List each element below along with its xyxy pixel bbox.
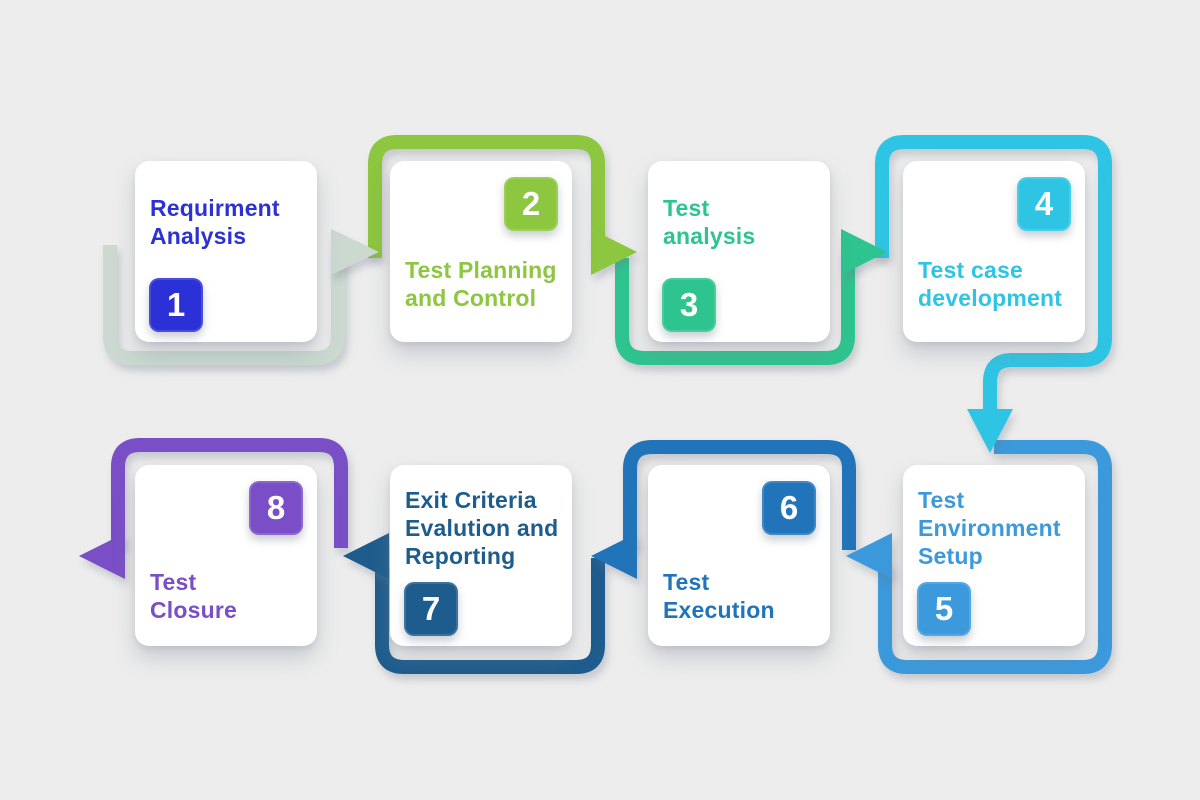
step-number-badge: 8 — [249, 481, 303, 535]
loop-step-1 — [103, 245, 345, 365]
step-number-badge: 2 — [504, 177, 558, 231]
arrow-7-to-8 — [343, 533, 389, 579]
arrow-3-to-4 — [841, 229, 887, 275]
step-card-6: Test Execution 6 — [648, 465, 830, 646]
loop-step-7 — [375, 558, 605, 674]
step-title: Exit Criteria Evalution and Reporting — [405, 487, 559, 569]
step-card-7: Exit Criteria Evalution and Reporting 7 — [390, 465, 572, 646]
step-title: Test Environment Setup — [918, 487, 1061, 569]
step-card-4: Test case development 4 — [903, 161, 1085, 342]
loop-step-8 — [111, 438, 348, 548]
step-number-badge: 1 — [149, 278, 203, 332]
step-card-1: Requirment Analysis 1 — [135, 161, 317, 342]
step-card-2: Test Planning and Control 2 — [390, 161, 572, 342]
step-number-badge: 6 — [762, 481, 816, 535]
arrow-1-to-2 — [331, 229, 379, 275]
step-title: Test Execution — [663, 569, 775, 623]
arrow-2-to-3 — [591, 229, 637, 275]
step-number-badge: 4 — [1017, 177, 1071, 231]
step-number-badge: 7 — [404, 582, 458, 636]
step-card-5: Test Environment Setup 5 — [903, 465, 1085, 646]
loop-step-5 — [878, 440, 1112, 674]
step-number-badge: 5 — [917, 582, 971, 636]
loop-step-4 — [875, 135, 1112, 416]
step-title: Test case development — [918, 257, 1063, 311]
step-title: Test Closure — [150, 569, 238, 623]
arrow-6-to-7 — [591, 533, 637, 579]
arrow-8-exit — [79, 533, 125, 579]
loop-step-6 — [623, 440, 856, 550]
arrow-5-to-6 — [846, 533, 892, 579]
step-card-3: Test analysis 3 — [648, 161, 830, 342]
step-title: Requirment Analysis — [150, 195, 280, 249]
step-title: Test Planning and Control — [405, 257, 557, 311]
loop-step-3 — [615, 246, 855, 365]
step-title: Test analysis — [663, 195, 756, 249]
loop-step-2 — [368, 135, 605, 258]
step-card-8: Test Closure 8 — [135, 465, 317, 646]
step-number-badge: 3 — [662, 278, 716, 332]
arrow-4-to-5 — [967, 409, 1013, 453]
